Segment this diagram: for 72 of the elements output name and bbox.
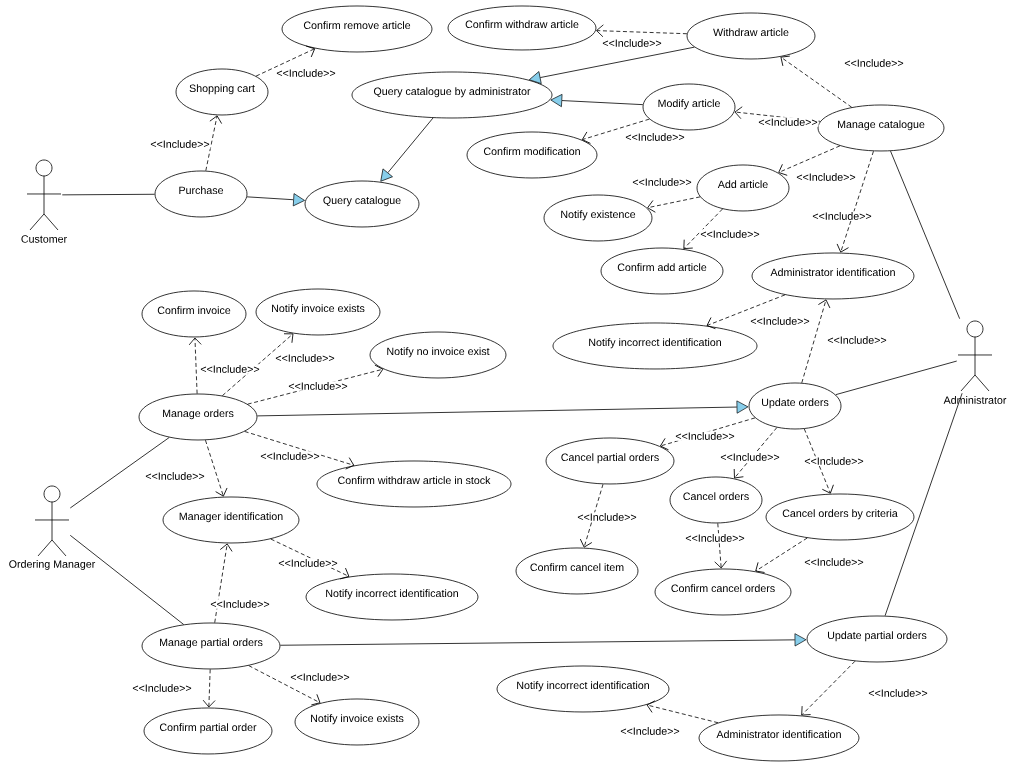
edge-label: <<Include>> — [209, 599, 271, 609]
actor-label: Ordering Manager — [9, 560, 96, 570]
include-arrow — [836, 150, 874, 253]
generalization-arrow — [246, 193, 305, 207]
edge-label: <<Include>> — [601, 38, 663, 48]
include-arrow — [248, 665, 321, 706]
include-arrow — [647, 196, 701, 213]
edge-label: <<Include>> — [274, 353, 336, 363]
include-arrow — [801, 660, 856, 716]
edge-label: <<Include>> — [674, 431, 736, 441]
edge-label: <<Include>> — [631, 177, 693, 187]
edge-label: <<Include>> — [803, 557, 865, 567]
edge-label: <<Include>> — [199, 364, 261, 374]
include-arrow — [247, 364, 384, 405]
include-arrow — [188, 337, 202, 394]
edge-label: <<Include>> — [277, 558, 339, 568]
include-arrow — [660, 417, 756, 451]
edge-label: <<Include>> — [803, 456, 865, 466]
association-line — [884, 392, 963, 617]
include-arrow — [244, 431, 355, 470]
include-arrow — [734, 106, 821, 122]
include-arrow — [579, 483, 604, 548]
edge-label: <<Include>> — [289, 672, 351, 682]
include-arrow — [706, 294, 786, 330]
generalization-arrow — [256, 400, 749, 417]
edge-label: <<Include>> — [624, 132, 686, 142]
generalization-arrow — [528, 46, 695, 84]
edge-label: <<Include>> — [867, 688, 929, 698]
include-arrow — [683, 208, 723, 250]
edge-label: <<Include>> — [149, 139, 211, 149]
association-line — [61, 193, 155, 196]
edge-label: <<Include>> — [131, 683, 193, 693]
include-arrow — [803, 428, 834, 494]
edge-label: <<Include>> — [699, 229, 761, 239]
edge-label: <<Include>> — [826, 335, 888, 345]
include-arrow — [780, 55, 853, 108]
include-arrow — [270, 538, 350, 580]
edge-label: <<Include>> — [275, 68, 337, 78]
generalization-arrow — [279, 633, 807, 647]
edge-label: <<Include>> — [259, 451, 321, 461]
edge-label: <<Include>> — [843, 58, 905, 68]
include-arrow — [755, 537, 808, 573]
actor-label: Administrator — [943, 396, 1007, 404]
include-arrow — [733, 427, 778, 479]
include-arrow — [646, 700, 719, 724]
association-line — [69, 437, 170, 509]
edge-label: <<Include>> — [811, 211, 873, 221]
edge-label: <<Include>> — [287, 381, 349, 391]
generalization-arrow — [380, 117, 434, 182]
include-arrow — [596, 24, 688, 38]
include-arrow — [255, 45, 316, 77]
edge-label: <<Include>> — [144, 471, 206, 481]
edge-label: <<Include>> — [757, 117, 819, 127]
association-line — [69, 534, 185, 625]
edge-label: <<Include>> — [619, 726, 681, 736]
actor-label: Customer — [21, 235, 67, 243]
include-arrow — [202, 669, 216, 708]
generalization-arrow — [550, 94, 644, 108]
include-arrow — [778, 145, 841, 176]
edge-label: <<Include>> — [795, 172, 857, 182]
include-arrow — [205, 439, 228, 497]
include-arrow — [714, 522, 728, 569]
edge-label: <<Include>> — [719, 452, 781, 462]
edge-label: <<Include>> — [684, 533, 746, 543]
edge-label: <<Include>> — [576, 512, 638, 522]
association-line — [890, 150, 961, 320]
include-arrow — [214, 543, 233, 623]
include-arrow — [581, 118, 650, 144]
association-line — [835, 360, 958, 396]
include-arrow — [801, 299, 831, 384]
include-arrow — [222, 333, 294, 397]
include-arrow — [205, 115, 223, 172]
